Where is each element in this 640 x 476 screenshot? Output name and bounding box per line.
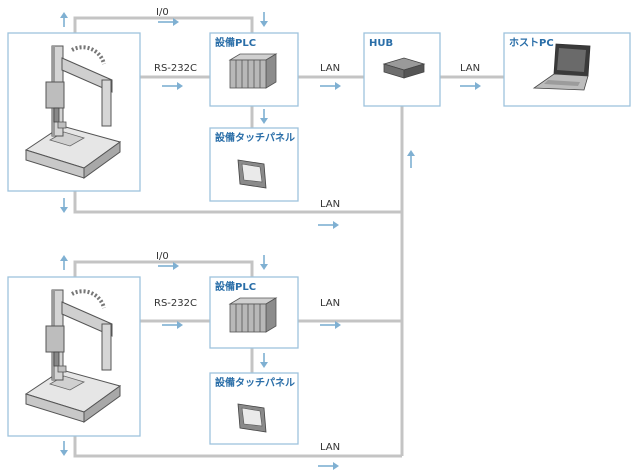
arrow-down [260, 362, 268, 368]
arrow-down [260, 118, 268, 124]
plc-box-2: 設備PLC [209, 276, 299, 349]
arrow-down [60, 450, 68, 456]
hub-label: HUB [369, 38, 393, 49]
arrow-right [333, 221, 339, 229]
arrow-right [173, 262, 179, 270]
host-pc-label: ホストPC [509, 37, 554, 49]
host-pc-box: ホストPC [503, 32, 631, 107]
lan-label-plc-hub: LAN [320, 63, 340, 74]
arrow-right [475, 82, 481, 90]
touch-panel-icon [237, 159, 267, 189]
touch-panel-label: 設備タッチパネル [215, 131, 295, 144]
connectors [73, 16, 504, 458]
io-label-1: I/0 [156, 7, 169, 18]
lan-label-plc2: LAN [320, 298, 340, 309]
desktop-robot-icon [24, 289, 122, 423]
touch-panel-icon [237, 403, 267, 433]
arrow-right [335, 82, 341, 90]
robot1-lan-wire [73, 191, 402, 214]
arrow-up [60, 255, 68, 261]
rs232c-label-1: RS-232C [154, 63, 197, 74]
io-wire-1 [73, 16, 254, 33]
robot2-lan-wire [73, 436, 402, 458]
desktop-robot-icon [24, 45, 122, 179]
io-label-2: I/0 [156, 251, 169, 262]
flow-arrows [60, 12, 481, 470]
plc-label: 設備PLC [215, 36, 256, 49]
arrow-down [260, 21, 268, 27]
rs232c-label-2: RS-232C [154, 298, 197, 309]
plc-box-1: 設備PLC [209, 32, 299, 107]
laptop-icon [532, 43, 591, 91]
plc-label: 設備PLC [215, 280, 256, 293]
hub-box: HUB [363, 32, 441, 107]
robot-unit-1 [7, 32, 141, 192]
lan-label-robot1: LAN [320, 199, 340, 210]
arrow-right [177, 82, 183, 90]
arrow-right [333, 462, 339, 470]
arrow-down [260, 264, 268, 270]
arrow-up [60, 12, 68, 18]
arrow-right [177, 321, 183, 329]
lan-label-hub-pc: LAN [460, 63, 480, 74]
network-hub-icon [382, 57, 426, 79]
arrow-down [60, 207, 68, 213]
plc-rack-icon [228, 297, 278, 333]
robot-unit-2 [7, 276, 141, 437]
touch-panel-box-2: 設備タッチパネル [209, 372, 299, 445]
connection-labels: I/0 RS-232C LAN LAN LAN I/0 RS-232C LAN … [154, 7, 480, 453]
lan-label-robot2: LAN [320, 442, 340, 453]
plc-rack-icon [228, 53, 278, 89]
arrow-up [407, 150, 415, 156]
arrow-right [173, 18, 179, 26]
touch-panel-label: 設備タッチパネル [215, 376, 295, 389]
arrow-right [335, 321, 341, 329]
io-wire-2 [73, 260, 254, 277]
touch-panel-box-1: 設備タッチパネル [209, 127, 299, 202]
